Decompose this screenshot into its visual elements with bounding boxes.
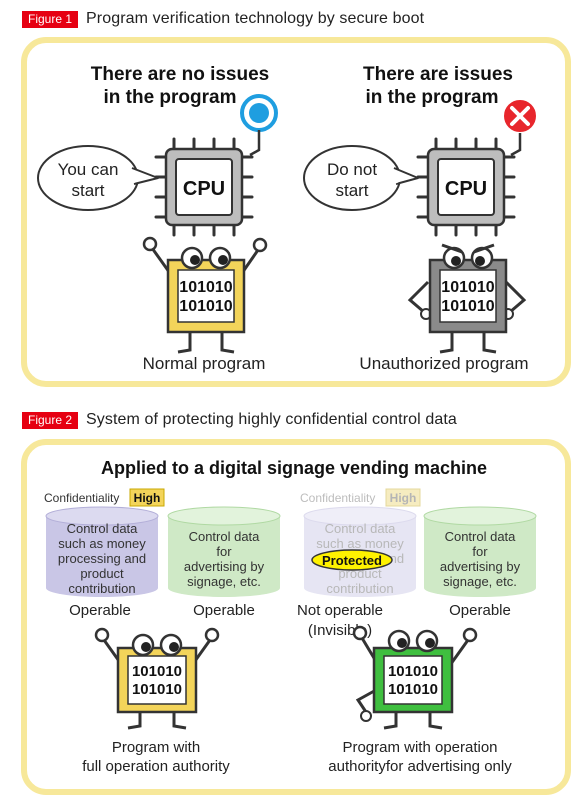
limited-authority-caption-line2: authorityfor advertising only xyxy=(328,758,512,775)
right-confidentiality-level: High xyxy=(390,491,417,505)
right-control-data-line2: such as money xyxy=(316,536,404,551)
limited-authority-bits-line2: 101010 xyxy=(388,681,438,698)
right-signage-data-line1: Control data xyxy=(445,529,517,544)
figure1-header: Figure 1 Program verification technology… xyxy=(22,10,424,28)
full-authority-bits-line1: 101010 xyxy=(132,663,182,680)
right-speech-bubble xyxy=(303,145,419,211)
left-control-data-database xyxy=(45,506,159,597)
right-heading-line2: in the program xyxy=(365,87,498,108)
figure2-tag: Figure 2 xyxy=(22,411,79,429)
right-signage-data-line4: signage, etc. xyxy=(443,574,517,589)
left-control-data-line5: contribution xyxy=(68,581,135,596)
left-signage-data-line1: Control data xyxy=(189,529,261,544)
left-bits-line2: 101010 xyxy=(179,298,232,315)
limited-authority-caption-line1: Program with operation xyxy=(342,739,497,756)
normal-program-caption: Normal program xyxy=(143,354,266,373)
left-confidentiality-label: Confidentiality xyxy=(44,491,119,505)
right-signage-data-line2: for xyxy=(472,544,488,559)
left-heading-line1: There are no issues xyxy=(91,64,269,85)
full-authority-program-character xyxy=(94,627,220,730)
unauthorized-program-caption: Unauthorized program xyxy=(359,354,528,373)
left-high-badge-bg xyxy=(129,488,165,507)
right-confidentiality-label: Confidentiality xyxy=(300,491,375,505)
right-bits-line2: 101010 xyxy=(441,298,494,315)
right-control-data-line1: Control data xyxy=(325,521,397,536)
ok-mark-icon xyxy=(240,94,278,157)
right-status-control-line1: Not operable xyxy=(297,602,383,619)
protected-badge-shape xyxy=(311,549,393,571)
right-status-signage: Operable xyxy=(449,602,511,619)
figure2-header: Figure 2 System of protecting highly con… xyxy=(22,411,457,429)
left-bubble-line1: You can xyxy=(58,160,119,179)
left-signage-data-line3: advertising by xyxy=(184,559,265,574)
left-cpu-label: CPU xyxy=(183,178,225,200)
right-signage-data-database xyxy=(423,506,537,597)
left-control-data-line4: product xyxy=(80,566,124,581)
left-bits-line1: 101010 xyxy=(179,279,232,296)
figure2-title: System of protecting highly confidential… xyxy=(86,411,457,428)
left-bubble-line2: start xyxy=(71,181,104,200)
unauthorized-program-character xyxy=(407,243,527,354)
left-confidentiality-level: High xyxy=(134,491,161,505)
left-status-control: Operable xyxy=(69,602,131,619)
ng-mark-icon xyxy=(502,98,538,157)
left-signage-data-database xyxy=(167,506,281,597)
left-signage-data-line4: signage, etc. xyxy=(187,574,261,589)
full-authority-caption-line2: full operation authority xyxy=(82,758,230,775)
left-control-data-line2: such as money xyxy=(58,536,146,551)
left-status-signage: Operable xyxy=(193,602,255,619)
right-heading-line1: There are issues xyxy=(363,64,513,85)
left-control-data-line1: Control data xyxy=(67,521,139,536)
left-signage-data-line2: for xyxy=(216,544,232,559)
right-bits-line1: 101010 xyxy=(441,279,494,296)
limited-authority-program-character xyxy=(352,625,478,730)
figure1-tag: Figure 1 xyxy=(22,10,79,28)
limited-authority-bits-line1: 101010 xyxy=(388,663,438,680)
figure2-heading: Applied to a digital signage vending mac… xyxy=(101,458,487,478)
right-high-badge-bg xyxy=(385,488,421,507)
right-bubble-line2: start xyxy=(335,181,368,200)
figure1-title: Program verification technology by secur… xyxy=(86,10,425,27)
right-control-data-line5: contribution xyxy=(326,581,393,596)
full-authority-caption-line1: Program with xyxy=(112,739,200,756)
protected-badge: Protected xyxy=(322,553,382,568)
right-bubble-line1: Do not xyxy=(327,160,377,179)
normal-program-character xyxy=(142,236,268,354)
full-authority-bits-line2: 101010 xyxy=(132,681,182,698)
left-control-data-line3: processing and xyxy=(58,551,146,566)
left-heading-line2: in the program xyxy=(103,87,236,108)
right-cpu-label: CPU xyxy=(445,178,487,200)
right-signage-data-line3: advertising by xyxy=(440,559,521,574)
